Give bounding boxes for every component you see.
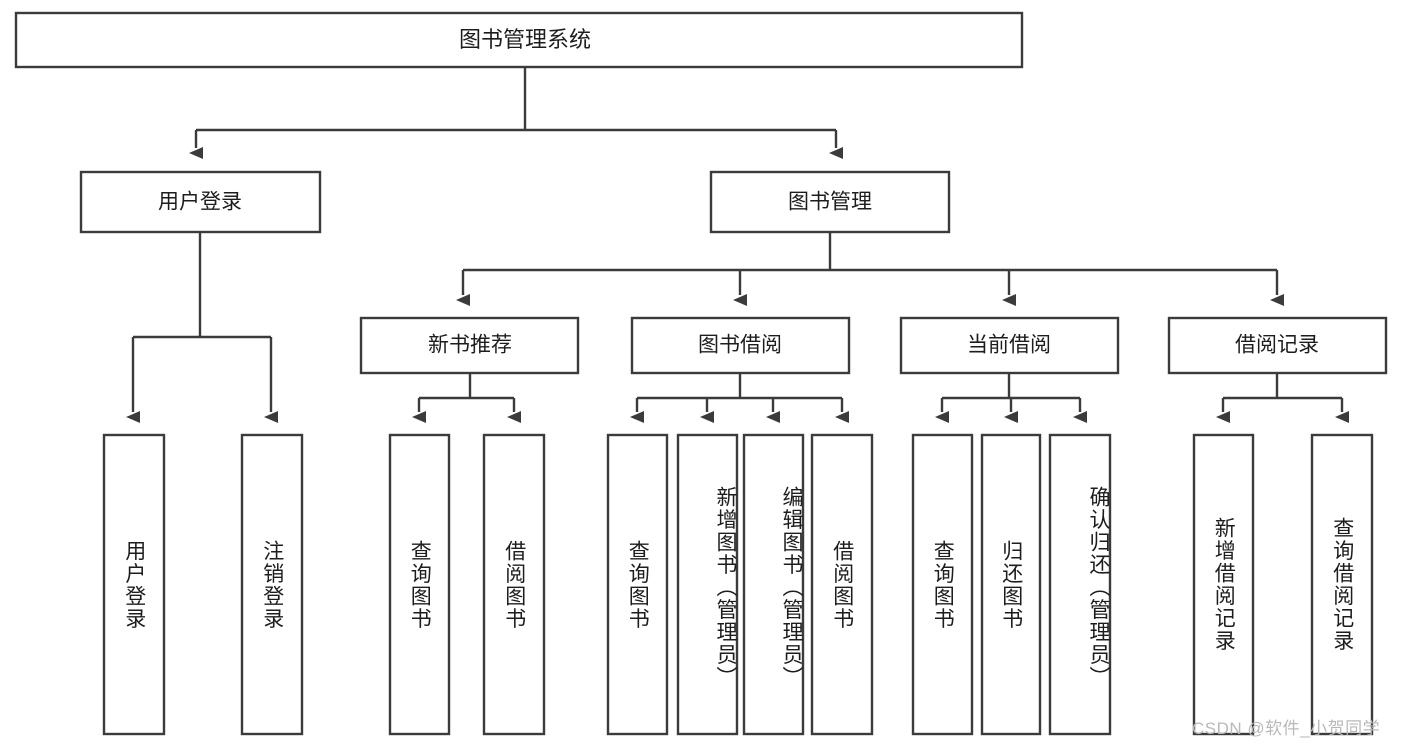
connector-currentborrow-to-leaves xyxy=(935,373,1087,423)
leaf-box-confirm-return[interactable] xyxy=(1048,433,1112,736)
connector-newbook-to-leaves xyxy=(412,373,521,423)
connector-bookborrow-to-leaves xyxy=(630,373,849,423)
csdn-watermark: CSDN @软件_小贺同学 xyxy=(1192,719,1381,738)
connector-root-to-level1 xyxy=(189,67,843,159)
node-borrow-record-label: 借阅记录 xyxy=(1235,334,1319,357)
node-new-book-recommend-label: 新书推荐 xyxy=(428,334,512,357)
node-user-login-label: 用户登录 xyxy=(158,191,242,214)
leaf-box-user-login[interactable] xyxy=(102,433,166,736)
leaf-box-logout-login[interactable] xyxy=(240,433,304,736)
node-current-borrow-label: 当前借阅 xyxy=(967,334,1051,357)
connector-userlogin-to-leaves xyxy=(126,232,278,423)
node-new-book-recommend[interactable]: 新书推荐 xyxy=(359,316,580,375)
node-book-borrow[interactable]: 图书借阅 xyxy=(630,316,851,375)
leaf-box-query-record[interactable] xyxy=(1310,433,1374,736)
leaf-box-add-book[interactable] xyxy=(676,433,739,736)
leaf-box-edit-book[interactable] xyxy=(742,433,805,736)
leaf-boxes xyxy=(102,433,1374,736)
node-root-system[interactable]: 图书管理系统 xyxy=(14,11,1024,69)
leaf-box-borrow-book-1[interactable] xyxy=(482,433,546,736)
connector-bookmgmt-to-level2 xyxy=(456,232,1284,306)
connector-borrowrecord-to-leaves xyxy=(1216,373,1349,423)
leaf-box-query-book-1[interactable] xyxy=(388,433,451,736)
node-borrow-record[interactable]: 借阅记录 xyxy=(1167,316,1388,375)
node-book-management-label: 图书管理 xyxy=(788,191,872,214)
leaf-box-query-book-3[interactable] xyxy=(911,433,974,736)
leaf-box-return-book[interactable] xyxy=(980,433,1042,736)
leaf-box-borrow-book-2[interactable] xyxy=(810,433,874,736)
leaf-box-add-record[interactable] xyxy=(1192,433,1255,736)
node-current-borrow[interactable]: 当前借阅 xyxy=(899,316,1120,375)
node-root-label: 图书管理系统 xyxy=(459,27,591,52)
node-book-management[interactable]: 图书管理 xyxy=(709,170,951,234)
leaf-box-query-book-2[interactable] xyxy=(606,433,669,736)
node-book-borrow-label: 图书借阅 xyxy=(698,334,782,357)
node-user-login[interactable]: 用户登录 xyxy=(79,170,322,234)
